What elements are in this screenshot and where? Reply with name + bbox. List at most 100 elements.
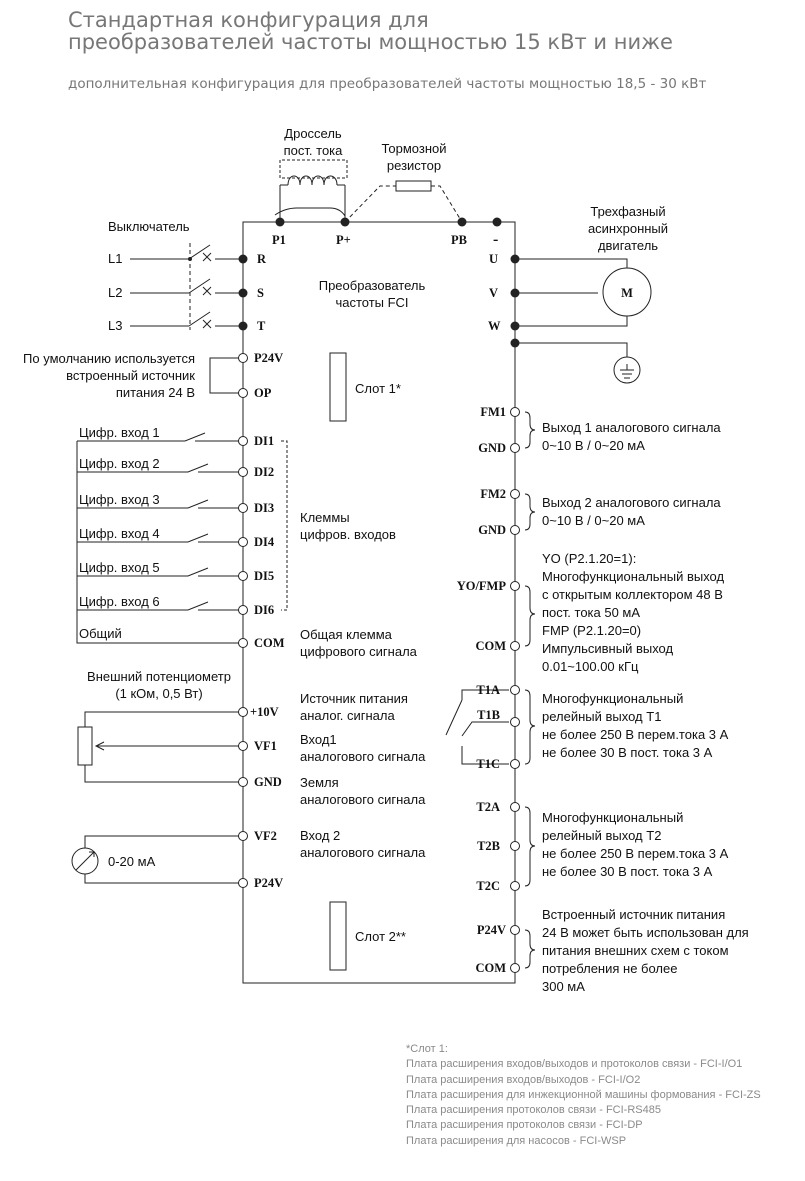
terminal-r xyxy=(238,254,248,264)
terminal-t1c xyxy=(510,759,520,769)
gnd-label-2: аналогового сигнала xyxy=(300,792,426,807)
label-pb: PB xyxy=(451,233,467,247)
t2-label-4: не более 30 В пост. тока 3 А xyxy=(542,864,713,879)
terminal-s xyxy=(238,288,248,298)
terminal-com-right-1 xyxy=(510,641,520,651)
label-di3: DI3 xyxy=(254,501,274,515)
label-di2: DI2 xyxy=(254,465,274,479)
potentiometer-body xyxy=(77,726,93,766)
p24v-label-3: питания внешних схем с током xyxy=(542,943,729,958)
footnote-line: Плата расширения входов/выходов - FCI-I/… xyxy=(406,1073,641,1086)
supply-10v-label-2: аналог. сигнала xyxy=(300,708,395,723)
label-t: T xyxy=(257,319,266,333)
fm2-label-1: Выход 2 аналогового сигнала xyxy=(542,495,721,510)
terminal-pe xyxy=(510,338,520,348)
p24v-label-2: 24 В может быть использован для xyxy=(542,925,749,940)
label-com-right-2: COM xyxy=(475,961,506,975)
label-fm1: FM1 xyxy=(480,405,506,419)
default-supply-label-2: встроенный источник xyxy=(66,368,195,383)
footnote-line: *Слот 1: xyxy=(406,1043,448,1055)
label-gnd-right-2: GND xyxy=(478,523,506,537)
yo-label-3: с открытым коллектором 48 В xyxy=(542,587,723,602)
label-w: W xyxy=(488,319,501,333)
label-pplus: P+ xyxy=(336,233,351,247)
terminal-com-left xyxy=(238,638,248,648)
p24v-label-5: 300 мА xyxy=(542,979,585,994)
label-p24v-left: P24V xyxy=(254,351,283,365)
t2-label-1: Многофункциональный xyxy=(542,810,683,825)
motor-label-2: асинхронный xyxy=(588,221,668,236)
terminal-gnd-right-1 xyxy=(510,443,520,453)
yo-label-7: 0.01~100.00 кГц xyxy=(542,659,639,674)
terminal-fm2 xyxy=(510,489,520,499)
com-label-2: цифрового сигнала xyxy=(300,644,418,659)
label-di6: DI6 xyxy=(254,603,274,617)
terminal-gnd-left xyxy=(238,777,248,787)
default-supply-label-3: питания 24 В xyxy=(116,385,195,400)
t2-label-3: не более 250 В перем.тока 3 А xyxy=(542,846,729,861)
fm1-label-2: 0~10 В / 0~20 мА xyxy=(542,438,645,453)
digital-input-label-6: Цифр. вход 6 xyxy=(79,594,160,609)
footnote-line: Плата расширения для насосов - FCI-WSP xyxy=(406,1134,627,1147)
terminal-pplus xyxy=(340,217,350,227)
motor-circle xyxy=(602,267,652,317)
label-p24v-right: P24V xyxy=(477,923,506,937)
terminal-t2b xyxy=(510,841,520,851)
label-com-right-1: COM xyxy=(475,639,506,653)
t1-label-4: не более 30 В пост. тока 3 А xyxy=(542,745,713,760)
terminal-p24v-left xyxy=(238,353,248,363)
yo-label-6: Импульсивный выход xyxy=(542,641,674,656)
p24v-label-1: Встроенный источник питания xyxy=(542,907,725,922)
digital-input-label-4: Цифр. вход 4 xyxy=(79,526,160,541)
dc-choke-coil xyxy=(287,175,338,186)
digital-input-label-3: Цифр. вход 3 xyxy=(79,492,160,507)
terminal-fm1 xyxy=(510,407,520,417)
label-vf1: VF1 xyxy=(254,739,277,753)
terminal-gnd-right-2 xyxy=(510,525,520,535)
label-t1c: T1C xyxy=(476,757,500,771)
vf1-label-2: аналогового сигнала xyxy=(300,749,426,764)
digital-input-label-1: Цифр. вход 1 xyxy=(79,425,160,440)
potentiometer-label-2: (1 кОм, 0,5 Вт) xyxy=(115,686,202,701)
label-u: U xyxy=(489,252,498,266)
choke-jumper xyxy=(274,207,346,217)
motor-letter: M xyxy=(621,286,633,300)
yo-label-1: YO (P2.1.20=1): xyxy=(542,551,636,566)
motor-label-1: Трехфазный xyxy=(590,204,665,219)
brake-resistor-label-2: резистор xyxy=(387,158,441,173)
terminal-u xyxy=(510,254,520,264)
common-label: Общий xyxy=(79,626,122,641)
motor-label-3: двигатель xyxy=(598,238,658,253)
page-title-line-2: преобразователей частоты мощностью 15 кВ… xyxy=(68,30,673,54)
terminal-di6 xyxy=(238,605,248,615)
label-com-left: COM xyxy=(254,636,285,650)
label-s: S xyxy=(257,286,264,300)
footnote-line: Плата расширения протоколов связи - FCI-… xyxy=(406,1104,661,1117)
terminal-p24v-right xyxy=(510,925,520,935)
di-group-label-2: цифров. входов xyxy=(300,527,396,542)
footnote-line: Плата расширения входов/выходов и проток… xyxy=(406,1058,743,1071)
terminal-di5 xyxy=(238,571,248,581)
terminal-di3 xyxy=(238,503,248,513)
default-supply-label-1: По умолчанию используется xyxy=(23,351,195,366)
terminal-vf1 xyxy=(238,741,248,751)
page-subtitle: дополнительная конфигурация для преобраз… xyxy=(68,76,707,92)
di-group-label-1: Клеммы xyxy=(300,510,350,525)
t1-label-3: не более 250 В перем.тока 3 А xyxy=(542,727,729,742)
label-l2: L2 xyxy=(108,285,122,300)
supply-10v-label-1: Источник питания xyxy=(300,691,408,706)
inverter-outline xyxy=(242,221,516,984)
terminal-t2a xyxy=(510,802,520,812)
terminal-di4 xyxy=(238,537,248,547)
t2-label-2: релейный выход Т2 xyxy=(542,828,661,843)
footnote: *Слот 1: Плата расширения входов/выходов… xyxy=(406,1042,761,1149)
page-title-line-1: Стандартная конфигурация для xyxy=(68,8,429,32)
label-t2a: T2A xyxy=(476,800,500,814)
label-t1b: T1B xyxy=(477,708,500,722)
label-di5: DI5 xyxy=(254,569,274,583)
terminal-v xyxy=(510,288,520,298)
label-v: V xyxy=(489,286,498,300)
label-t1a: T1A xyxy=(476,683,500,697)
label-p24v-left-2: P24V xyxy=(254,876,283,890)
